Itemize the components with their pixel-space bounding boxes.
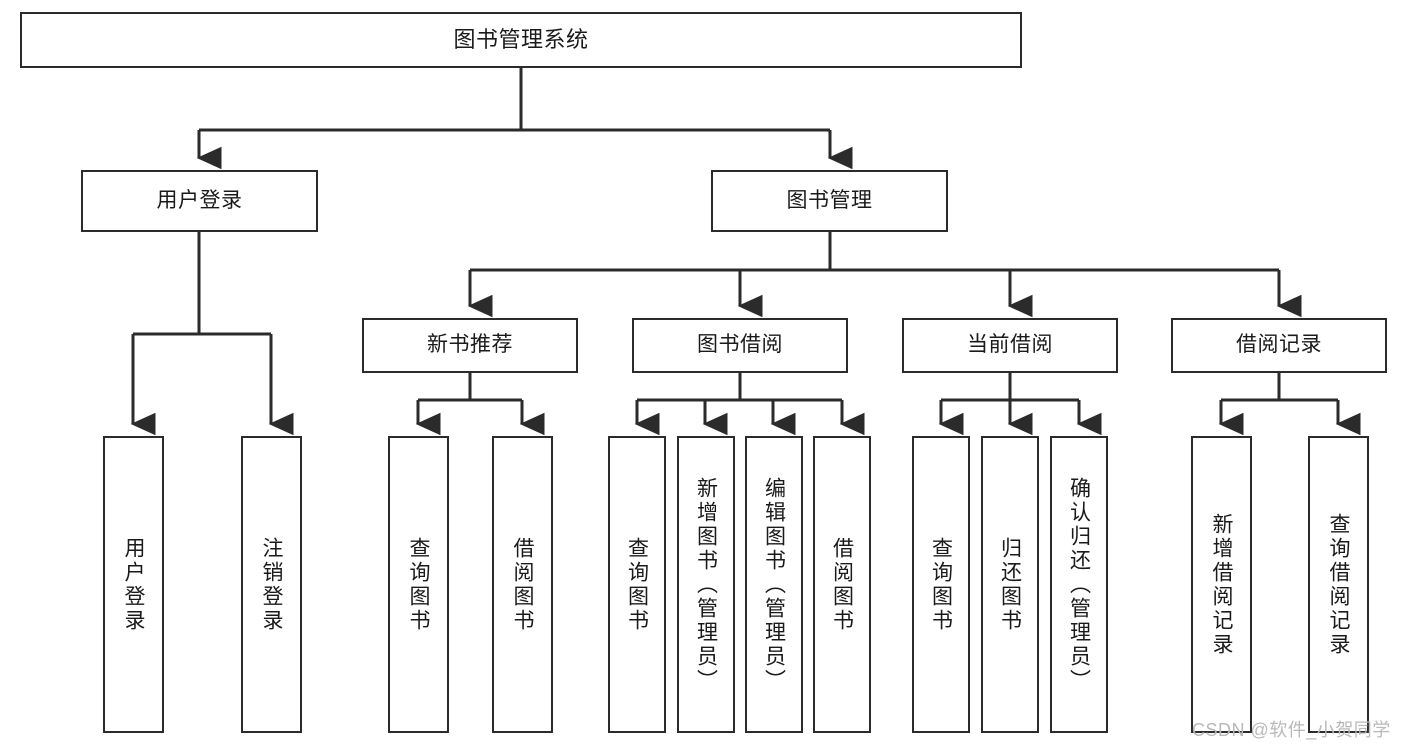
node-label: 图书借阅 — [697, 333, 783, 357]
node-label: 查询图书 — [929, 536, 953, 633]
node-label: 借阅图书 — [830, 536, 854, 633]
node-label: 注销登录 — [260, 536, 283, 633]
leaf-return-book[interactable]: 归还图书 — [981, 436, 1039, 733]
node-user-login[interactable]: 用户登录 — [81, 170, 318, 232]
node-root-book-management-system[interactable]: 图书管理系统 — [20, 12, 1022, 68]
node-label: 新书推荐 — [427, 333, 513, 357]
leaf-query-book-recommend[interactable]: 查询图书 — [388, 436, 449, 733]
node-label: 图书管理系统 — [453, 27, 589, 53]
node-label: 查询图书 — [625, 536, 649, 633]
node-book-borrow[interactable]: 图书借阅 — [632, 318, 848, 373]
node-label: 新增借阅记录 — [1210, 512, 1233, 657]
leaf-query-borrow-record[interactable]: 查询借阅记录 — [1308, 436, 1369, 733]
leaf-borrow-book-recommend[interactable]: 借阅图书 — [492, 436, 553, 733]
node-book-management[interactable]: 图书管理 — [711, 170, 948, 232]
node-label: 新增图书（管理员） — [694, 476, 718, 693]
leaf-logout[interactable]: 注销登录 — [241, 436, 302, 733]
node-label: 借阅记录 — [1236, 333, 1322, 357]
node-label: 查询借阅记录 — [1327, 512, 1350, 657]
node-label: 编辑图书（管理员） — [762, 476, 786, 693]
node-label: 用户登录 — [156, 188, 243, 212]
node-label: 查询图书 — [407, 536, 430, 633]
leaf-add-borrow-record[interactable]: 新增借阅记录 — [1191, 436, 1252, 733]
leaf-edit-book-admin[interactable]: 编辑图书（管理员） — [745, 436, 803, 733]
csdn-watermark: CSDN @软件_小贺同学 — [1192, 720, 1391, 740]
node-new-book-recommend[interactable]: 新书推荐 — [362, 318, 578, 373]
leaf-query-book-current[interactable]: 查询图书 — [912, 436, 970, 733]
node-borrow-record[interactable]: 借阅记录 — [1171, 318, 1387, 373]
node-label: 用户登录 — [122, 536, 145, 633]
node-label: 当前借阅 — [967, 333, 1053, 357]
leaf-borrow-book[interactable]: 借阅图书 — [813, 436, 871, 733]
leaf-query-book-borrow[interactable]: 查询图书 — [608, 436, 666, 733]
leaf-add-book-admin[interactable]: 新增图书（管理员） — [677, 436, 735, 733]
node-current-borrow[interactable]: 当前借阅 — [902, 318, 1118, 373]
node-label: 借阅图书 — [511, 536, 534, 633]
leaf-user-login[interactable]: 用户登录 — [103, 436, 164, 733]
leaf-confirm-return-admin[interactable]: 确认归还（管理员） — [1050, 436, 1108, 733]
node-label: 归还图书 — [998, 536, 1022, 633]
node-label: 图书管理 — [786, 188, 873, 212]
node-label: 确认归还（管理员） — [1067, 476, 1091, 693]
